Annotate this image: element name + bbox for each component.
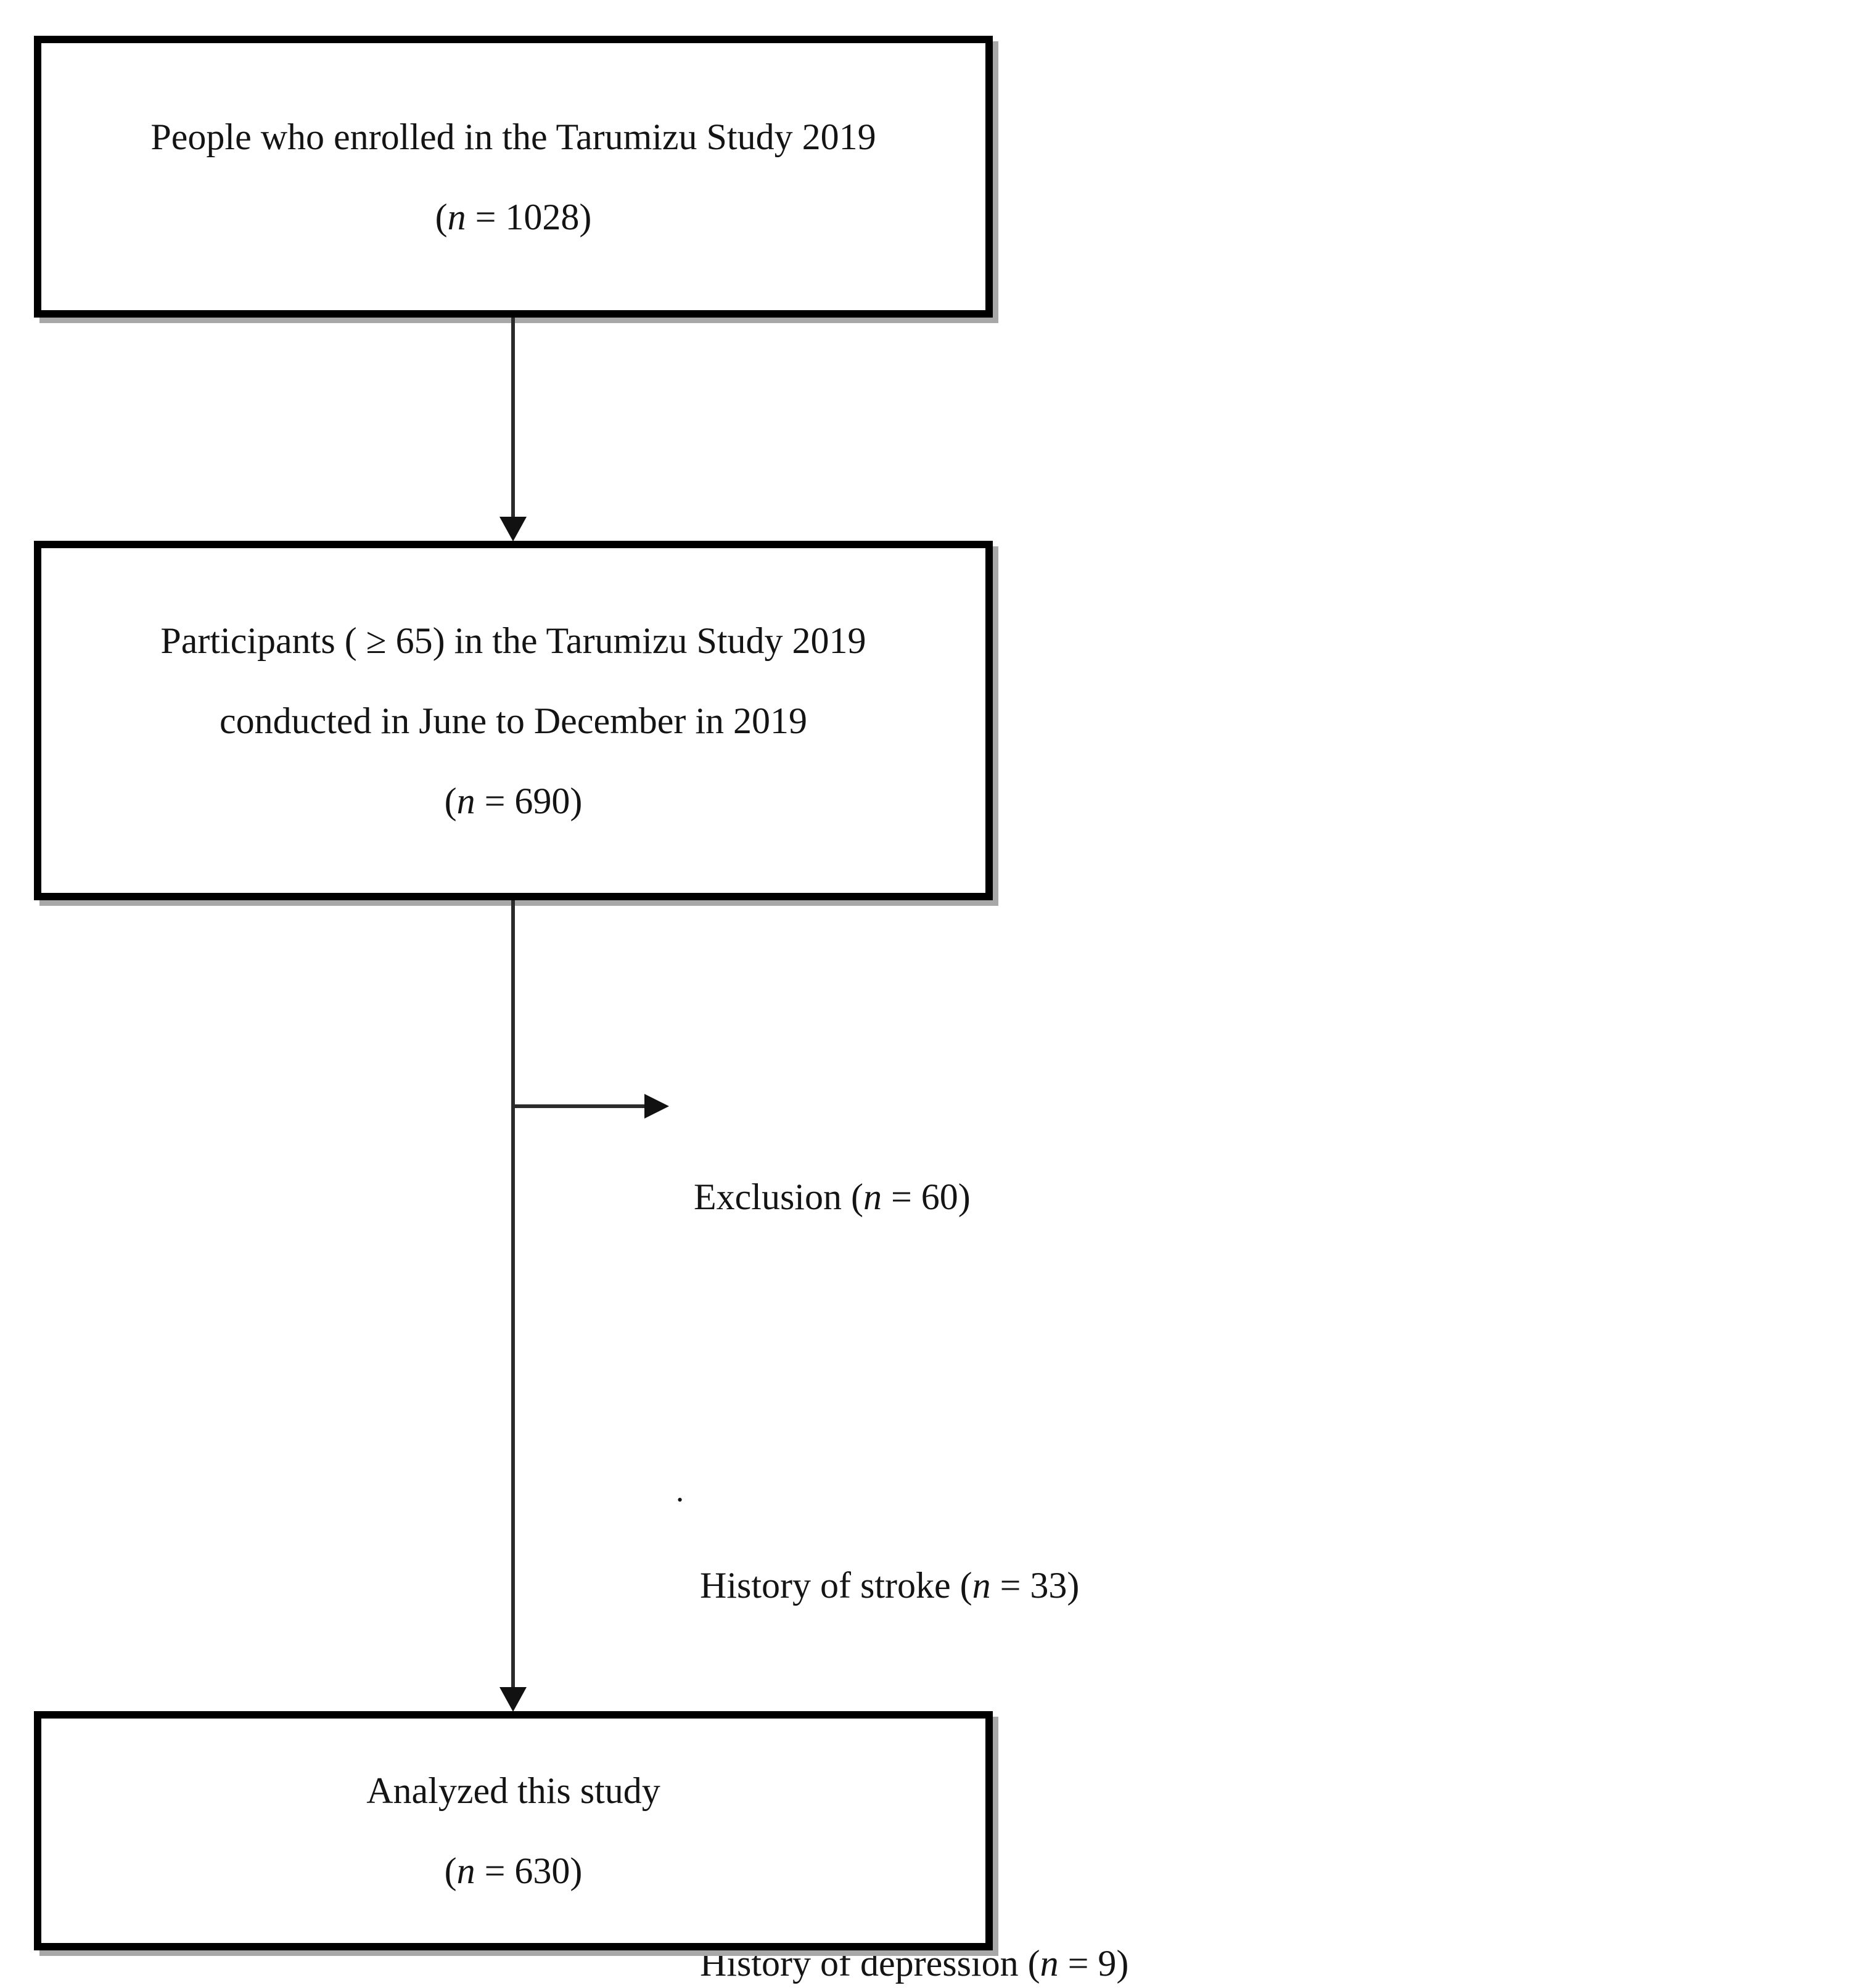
flow-box-participants: Participants ( ≥ 65) in the Tarumizu Stu… bbox=[34, 541, 993, 900]
box-enrolled-line-1: People who enrolled in the Tarumizu Stud… bbox=[150, 116, 876, 157]
box-participants-line-2: conducted in June to December in 2019 bbox=[219, 700, 808, 741]
arrow-right-icon bbox=[644, 1094, 669, 1119]
box-participants-line-1: Participants ( ≥ 65) in the Tarumizu Stu… bbox=[160, 620, 866, 661]
exclusion-item-text: History of stroke (n = 33) bbox=[700, 1565, 1080, 1606]
exclusion-title: Exclusion (n = 60) bbox=[694, 1177, 971, 1217]
box-enrolled-line-2: (n = 1028) bbox=[435, 196, 592, 237]
bullet-icon: • bbox=[677, 1491, 683, 1509]
flow-box-enrolled: People who enrolled in the Tarumizu Stud… bbox=[34, 36, 993, 318]
box-analyzed-line-1: Analyzed this study bbox=[366, 1770, 660, 1811]
exclusion-block: Exclusion (n = 60) • History of stroke (… bbox=[677, 1072, 1675, 1988]
arrow-down-icon bbox=[499, 517, 527, 541]
connector-line-participants-to-analyzed bbox=[511, 900, 515, 1688]
box-analyzed-line-2: (n = 630) bbox=[444, 1850, 583, 1891]
connector-line-exclusion-branch bbox=[513, 1104, 646, 1108]
arrow-down-icon bbox=[499, 1687, 527, 1712]
box-participants-line-3: (n = 690) bbox=[444, 780, 583, 821]
exclusion-item-stroke: • History of stroke (n = 33) bbox=[677, 1460, 1675, 1711]
connector-line-enrolled-to-participants bbox=[511, 318, 515, 518]
flow-box-analyzed: Analyzed this study (n = 630) bbox=[34, 1711, 993, 1950]
